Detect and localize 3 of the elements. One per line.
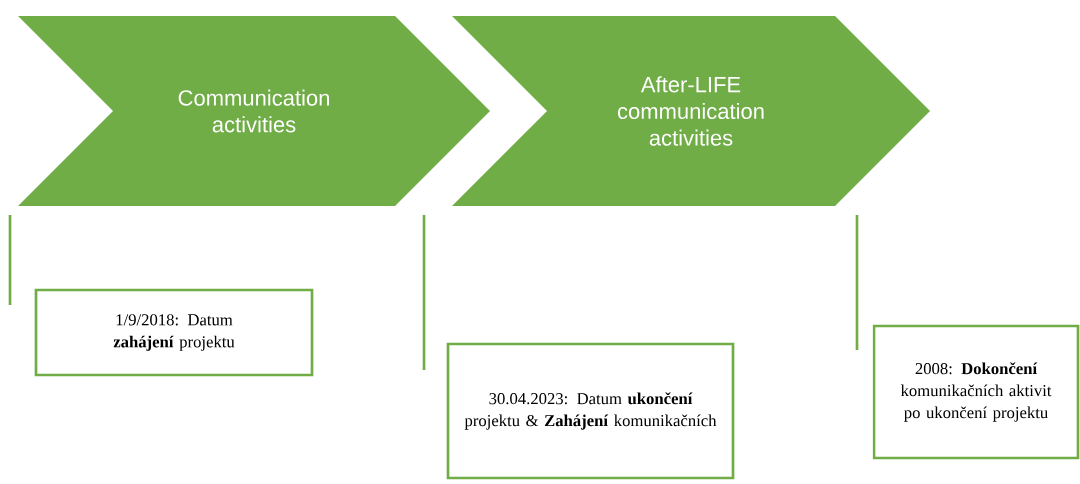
text-box: 1/9/2018: Datum zahájení projektu xyxy=(34,288,314,377)
text-box: 2008: Dokončení komunikačních aktivit po ukončení projektu xyxy=(872,324,1080,460)
text-box: 30.04.2023: Datum ukončení projektu & Zahájení komunikačních xyxy=(446,342,735,480)
